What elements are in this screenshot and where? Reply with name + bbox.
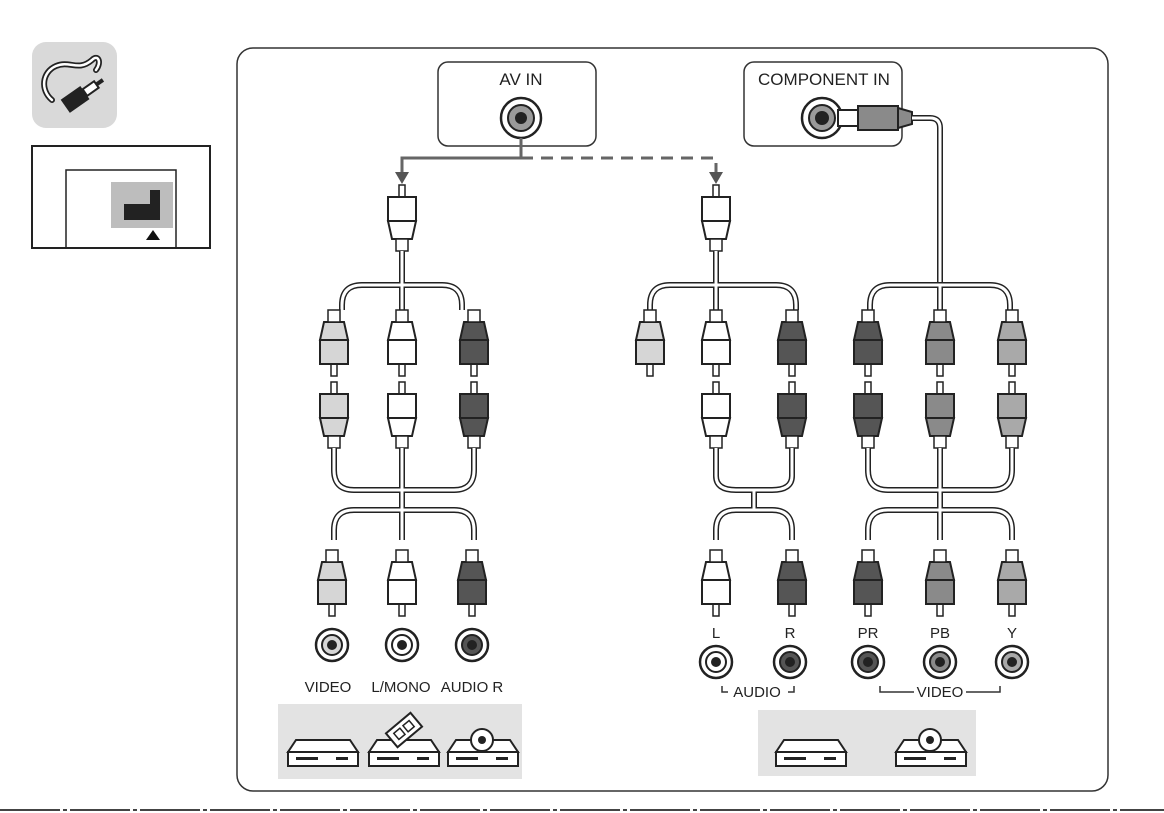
jack-l: [700, 646, 732, 678]
jack-r: [774, 646, 806, 678]
av-in-panel: AV IN: [438, 62, 596, 146]
port-location-icon: [32, 146, 210, 248]
av-in-title: AV IN: [499, 70, 542, 89]
jack-label-r: R: [785, 625, 796, 642]
av-jack-label-audio-r: AUDIO R: [441, 679, 504, 696]
av-jack-video: [316, 629, 348, 661]
av-jack-l-mono: [386, 629, 418, 661]
component-device-bar: [758, 710, 976, 776]
component-in-panel: COMPONENT IN: [744, 62, 912, 146]
video-group-label: VIDEO: [917, 684, 964, 701]
av-jack-label-l-mono: L/MONO: [371, 679, 430, 696]
component-in-title: COMPONENT IN: [758, 70, 890, 89]
jack-pb: [924, 646, 956, 678]
av-jack-audio-r: [456, 629, 488, 661]
cable-icon: [32, 42, 117, 128]
jack-label-l: L: [712, 625, 720, 642]
jack-y: [996, 646, 1028, 678]
dvd-player-icon: [776, 740, 846, 766]
av-device-bar: [278, 704, 522, 779]
av-jack-label-video: VIDEO: [305, 679, 352, 696]
jack-pr: [852, 646, 884, 678]
jack-label-pr: PR: [858, 625, 879, 642]
jack-label-pb: PB: [930, 625, 950, 642]
jack-label-y: Y: [1007, 625, 1017, 642]
dvd-player-icon: [288, 740, 358, 766]
audio-group-label: AUDIO: [733, 684, 781, 701]
